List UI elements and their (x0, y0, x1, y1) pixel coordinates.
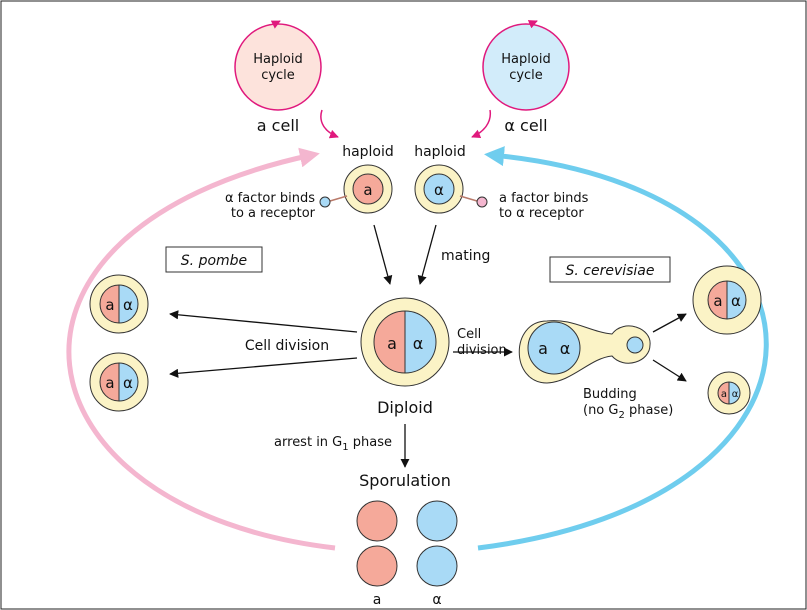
cerevisiae-large-letter-a: a (713, 292, 722, 310)
s-cerevisiae-box (549, 256, 671, 283)
a-factor-icon (476, 196, 488, 208)
a-cell-label: a cell (257, 116, 299, 135)
haploid-cycle-a-loop-arrow (270, 20, 281, 29)
haploid-left-label: haploid (342, 144, 394, 160)
a-receptor-stalk (329, 195, 348, 202)
budding-nucleus (527, 321, 581, 375)
pombe-top-letter-a: a (105, 296, 114, 314)
arrest-sub: 1 (342, 442, 348, 453)
haploid-cycle-alpha-loop-arrow (527, 20, 538, 29)
budding-letter-a: a (538, 339, 548, 358)
budding-line2-post: phase) (625, 403, 673, 418)
budding-to-large-arrow (652, 313, 687, 333)
haploid-cycle-alpha-circle (482, 23, 570, 111)
haploid-right-label: haploid (414, 144, 466, 160)
haploid-alpha-inner (423, 173, 455, 205)
pombe-bottom-letter-a: a (105, 374, 114, 392)
diploid-to-pombe-bottom-arrow (169, 357, 358, 378)
s-cerevisiae-section: S. cerevisiae Cell division a α a α a α … (453, 256, 762, 421)
cerevisiae-small-a-half (718, 382, 729, 404)
cerevisiae-small-alpha-half (729, 382, 740, 404)
s-pombe-title: S. pombe (181, 253, 247, 269)
pombe-top-letter-alpha: α (123, 296, 133, 314)
right-note-line2: to α receptor (499, 206, 584, 221)
alpha-factor-icon (319, 196, 331, 208)
haploid-cycle-a-line1: Haploid (253, 52, 302, 67)
diploid-letter-a: a (387, 334, 397, 353)
a-cell-to-haploid-arrow (320, 109, 339, 139)
spore-alpha-top (416, 500, 458, 542)
budding-line2: (no G2 phase) (583, 403, 673, 421)
cerevisiae-large-letter-alpha: α (731, 292, 741, 310)
diploid-letter-alpha: α (413, 334, 424, 353)
spore-a-top (356, 500, 398, 542)
blue-cycle-arrow (477, 146, 769, 551)
pombe-top-a-half (100, 285, 119, 323)
spore-a-bottom (356, 545, 398, 587)
pombe-bottom-alpha-half (119, 363, 138, 401)
alpha-receptor-stalk (459, 195, 478, 202)
diploid-alpha-half (405, 311, 436, 373)
spore-alpha-bottom (416, 545, 458, 587)
right-note-line1: a factor binds (499, 191, 589, 206)
sporulation-section: Sporulation a α (356, 471, 458, 608)
haploid-cycle-a: Haploid cycle a cell (234, 20, 339, 139)
pombe-top-alpha-half (119, 285, 138, 323)
a-to-diploid-arrow (373, 224, 393, 285)
pombe-bottom-a-half (100, 363, 119, 401)
alpha-cell-label: α cell (504, 116, 547, 135)
diploid-cell: a α Diploid arrest in G1 phase (274, 297, 450, 468)
haploid-cycle-a-line2: cycle (261, 68, 295, 83)
haploid-cycle-alpha-line1: Haploid (501, 52, 550, 67)
budding-line2-sub: 2 (618, 410, 624, 421)
arrest-tail: phase (349, 435, 392, 450)
haploid-a-inner (352, 173, 384, 205)
s-pombe-box (165, 246, 263, 273)
cerevisiae-large-a-half (708, 281, 727, 319)
s-pombe-section: S. pombe a α a α Cell division (89, 246, 358, 412)
arrest-label: arrest in G1 phase (274, 435, 392, 453)
cerevisiae-large-alpha-half (727, 281, 746, 319)
pombe-bottom-letter-alpha: α (123, 374, 133, 392)
arrest-text: arrest in G (274, 435, 342, 450)
cerevisiae-division-line2: division (457, 343, 507, 358)
sporulation-label: Sporulation (359, 471, 451, 490)
spore-a-label: a (373, 592, 382, 608)
budding-to-small-arrow (652, 359, 687, 382)
haploid-cycle-alpha-line2: cycle (509, 68, 543, 83)
spore-alpha-label: α (432, 592, 441, 608)
alpha-to-diploid-arrow (417, 224, 437, 285)
haploid-a-letter: a (363, 181, 372, 199)
mating-cells: haploid haploid a α α factor binds to a … (225, 144, 589, 285)
diploid-a-half (374, 311, 405, 373)
budding-letter-alpha: α (560, 339, 571, 358)
alpha-cell-to-haploid-arrow (471, 109, 492, 139)
budding-line2-pre: (no G (583, 403, 618, 418)
pink-cycle-arrow (66, 147, 336, 551)
mating-label: mating (441, 248, 490, 264)
cerevisiae-small-letter-a: a (721, 389, 727, 400)
budding-line1: Budding (583, 387, 637, 402)
s-cerevisiae-title: S. cerevisiae (565, 263, 654, 279)
haploid-alpha-letter: α (434, 181, 444, 199)
cerevisiae-small-letter-alpha: α (732, 389, 739, 400)
bud-nucleus (626, 336, 644, 354)
haploid-cycle-alpha: Haploid cycle α cell (471, 20, 570, 139)
pombe-division-label: Cell division (245, 338, 329, 354)
left-note-line2: to a receptor (231, 206, 316, 221)
left-note-line1: α factor binds (225, 191, 315, 206)
haploid-cycle-a-circle (234, 23, 322, 111)
diploid-label: Diploid (377, 398, 433, 417)
diploid-to-pombe-top-arrow (169, 310, 358, 333)
cerevisiae-division-line1: Cell (457, 327, 481, 342)
